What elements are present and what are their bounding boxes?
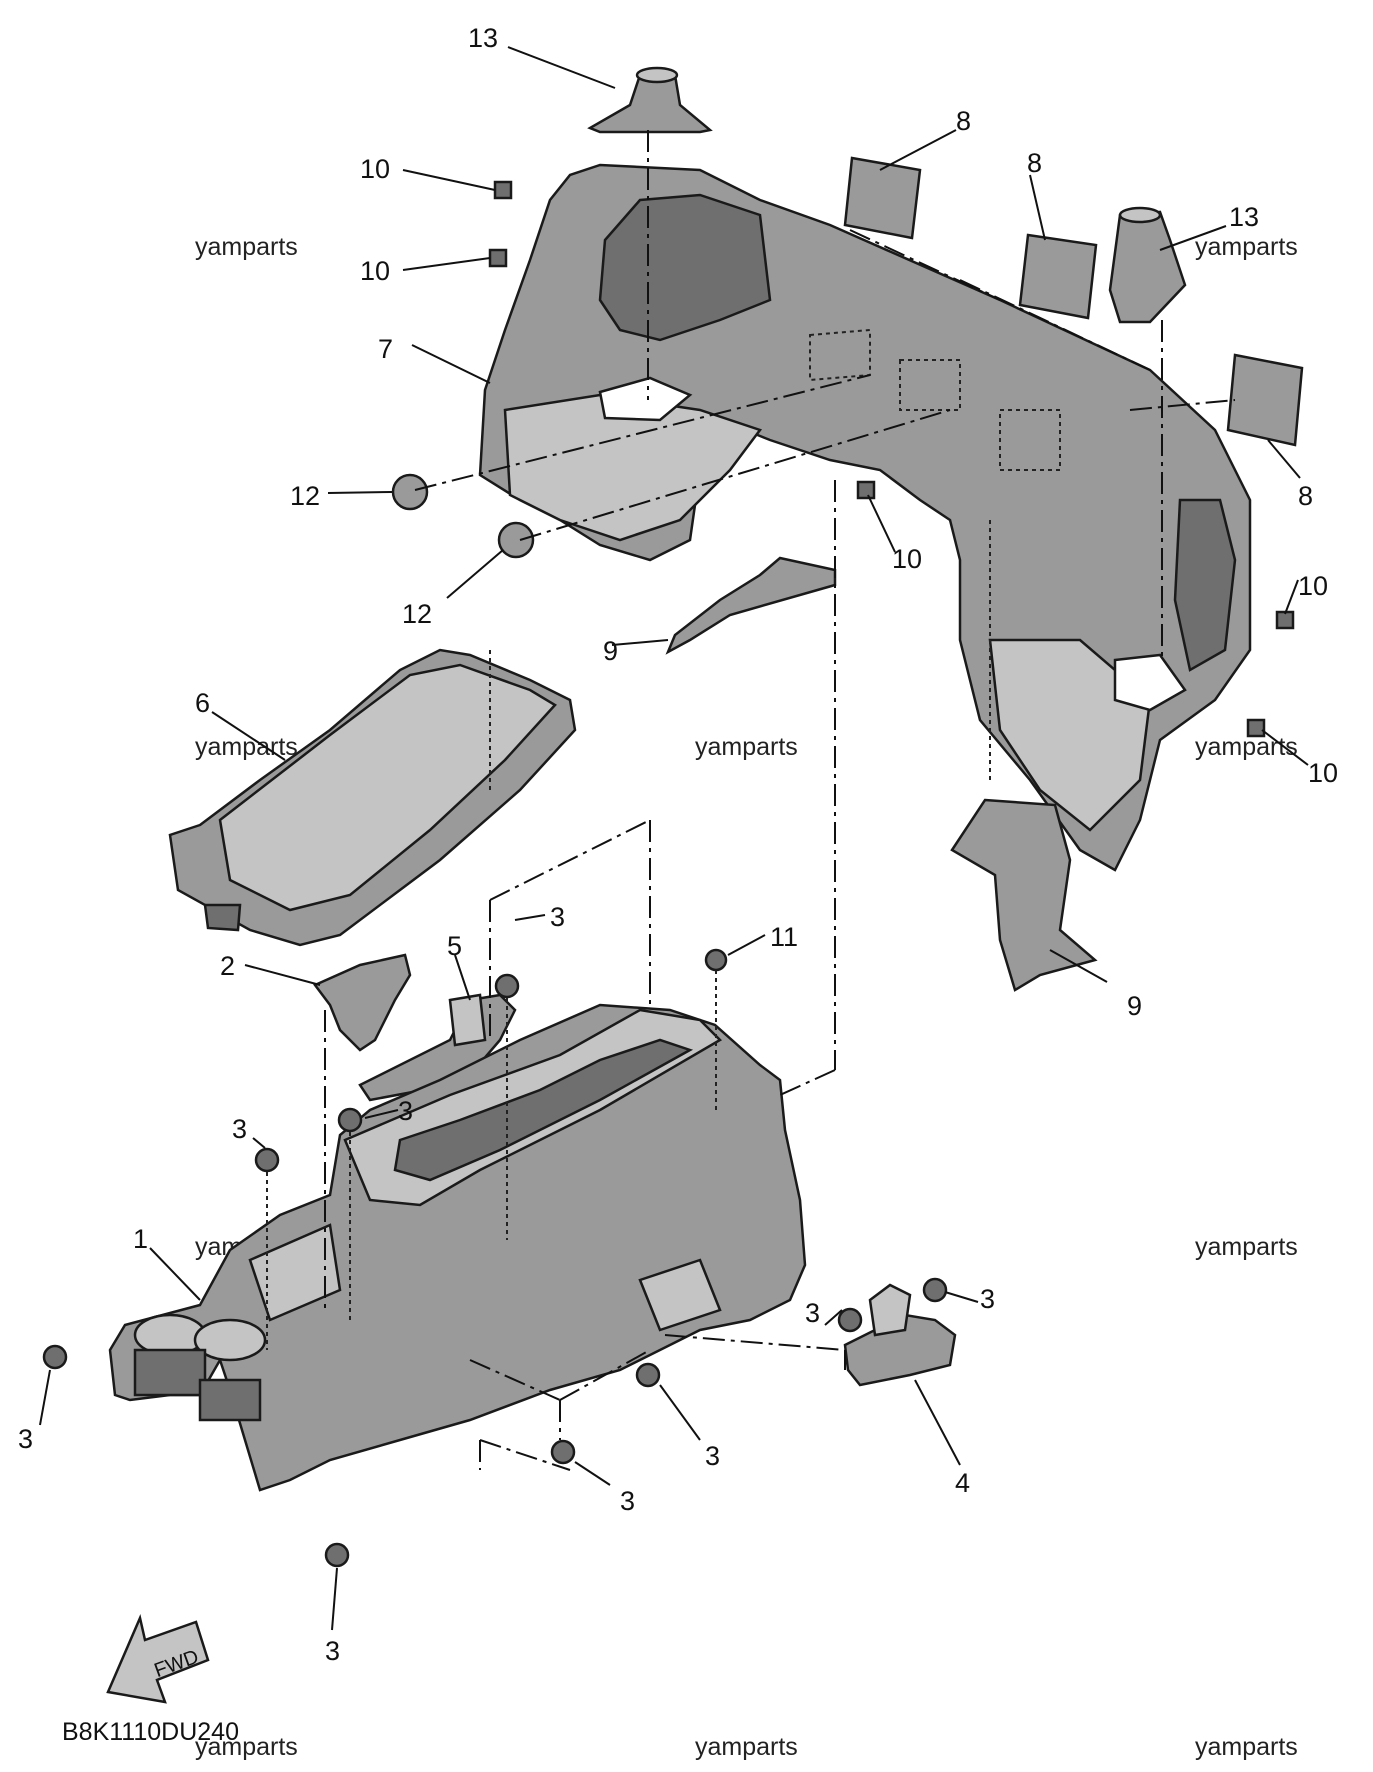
callout-3: 3	[805, 1298, 820, 1328]
callout-10: 10	[360, 154, 390, 184]
part-13-boot-right	[1108, 206, 1187, 324]
callout-3: 3	[325, 1636, 340, 1666]
callout-5: 5	[447, 931, 462, 961]
watermark: yamparts	[195, 233, 298, 261]
fwd-arrow: FWD	[106, 1613, 210, 1704]
callout-10: 10	[892, 544, 922, 574]
part-11-clip	[704, 948, 728, 972]
callout-4: 4	[955, 1468, 970, 1498]
callout-9: 9	[603, 636, 618, 666]
watermark: yamparts	[1195, 733, 1298, 761]
callout-11: 11	[770, 922, 798, 952]
watermark: yamparts	[195, 1733, 298, 1761]
callout-3: 3	[18, 1424, 33, 1454]
part-13-boot-top	[587, 66, 713, 134]
callout-12: 12	[402, 599, 432, 629]
callout-3: 3	[705, 1441, 720, 1471]
callout-3: 3	[620, 1486, 635, 1516]
callout-13: 13	[1229, 202, 1259, 232]
callout-9: 9	[1127, 991, 1142, 1021]
watermark: yamparts	[1195, 1233, 1298, 1261]
part-9-guards	[665, 556, 1098, 992]
watermark: yamparts	[695, 1733, 798, 1761]
part-6-armrest-lid	[168, 648, 577, 947]
callouts: 13 13 8 8 8 10 10 10 10 10 7 12 12 9 9 6…	[18, 23, 1338, 1666]
watermark: yamparts	[195, 733, 298, 761]
callout-3: 3	[398, 1096, 413, 1126]
callout-12: 12	[290, 481, 320, 511]
callout-10: 10	[360, 256, 390, 286]
callout-2: 2	[220, 951, 235, 981]
part-12-plugs	[391, 473, 535, 559]
part-7-rear-panel	[478, 163, 1252, 872]
callout-1: 1	[133, 1224, 148, 1254]
callout-3: 3	[550, 902, 565, 932]
part-1-console	[108, 1003, 807, 1492]
part-4-rear-boot	[843, 1283, 957, 1387]
leader-lines	[39, 46, 1309, 1631]
part-10-clips	[488, 180, 1295, 738]
callout-10: 10	[1308, 758, 1338, 788]
callout-10: 10	[1298, 571, 1328, 601]
watermark: yamparts	[1195, 1733, 1298, 1761]
callout-6: 6	[195, 688, 210, 718]
callout-3: 3	[980, 1284, 995, 1314]
part-2-bracket	[313, 953, 412, 1052]
callout-8: 8	[1298, 481, 1313, 511]
callout-8: 8	[956, 106, 971, 136]
callout-8: 8	[1027, 148, 1042, 178]
callout-13: 13	[468, 23, 498, 53]
assembly-lines	[266, 130, 1236, 1471]
callout-3: 3	[232, 1114, 247, 1144]
watermark: yamparts	[1195, 233, 1298, 261]
watermark: yamparts	[695, 733, 798, 761]
diagram-code: B8K1110DU240	[62, 1718, 239, 1746]
part-3-bolts	[42, 973, 948, 1568]
part-8-pads	[843, 156, 1304, 447]
callout-7: 7	[378, 334, 393, 364]
